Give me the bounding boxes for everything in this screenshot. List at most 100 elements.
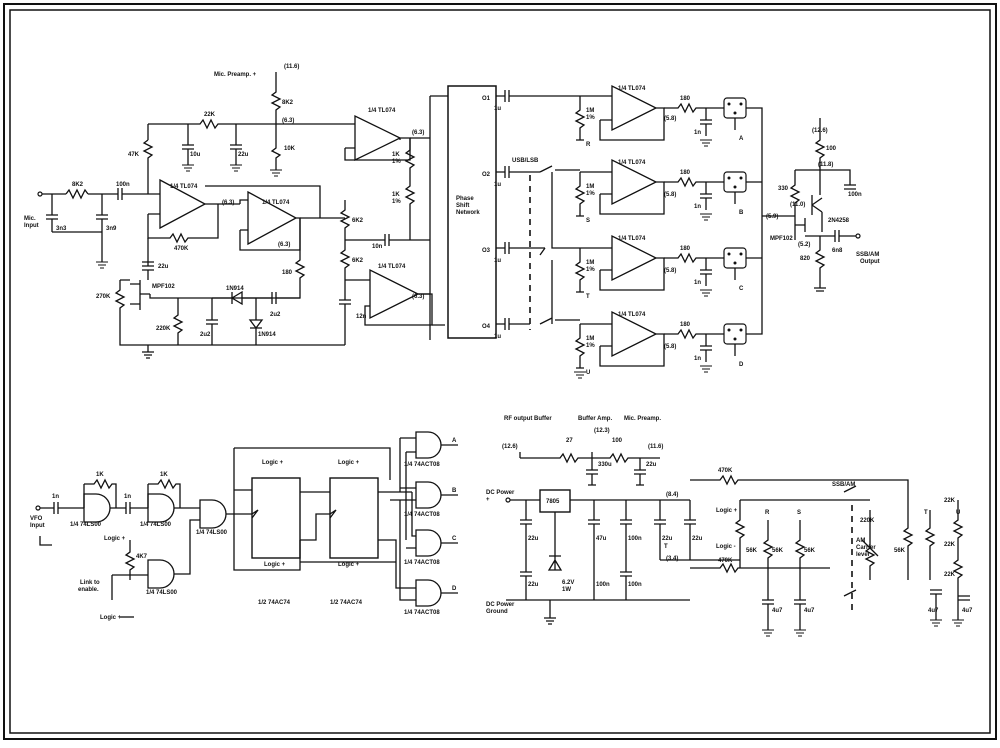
label-reg: 7805 <box>546 499 560 505</box>
label-c4u7-3: 4u7 <box>928 608 939 614</box>
label-c1n-2: 1n <box>694 204 701 210</box>
inner-border <box>9 9 991 734</box>
label-r56k-t: 56K <box>894 548 906 554</box>
label-psn-2: Shift <box>456 203 469 209</box>
label-op-r: 1/4 TL074 <box>618 86 646 92</box>
label-v58-2: (5.8) <box>664 192 676 198</box>
label-v58-3: (5.8) <box>664 268 676 274</box>
mic-preamp-section <box>37 72 448 359</box>
label-v58-4: (5.8) <box>664 344 676 350</box>
label-dcg-2: Ground <box>486 609 508 615</box>
quadrature-op-amps <box>574 84 795 369</box>
label-o2: O2 <box>482 172 491 178</box>
label-c330u: 330u <box>598 462 612 468</box>
label-pt-t: T <box>924 510 928 516</box>
label-r100-ps: 100 <box>612 438 623 444</box>
label-v126: (12.6) <box>812 128 828 134</box>
label-c22u-b: 22u <box>662 536 673 542</box>
label-ls00-4: 1/4 74LS00 <box>146 590 178 596</box>
label-v34: (3.4) <box>666 556 678 562</box>
label-r56k: 56K <box>746 548 758 554</box>
label-buffer-amp: Buffer Amp. <box>578 416 612 422</box>
label-v58-1: (5.8) <box>664 116 676 122</box>
label-r330: 330 <box>778 186 789 192</box>
label-out-c: C <box>452 536 457 542</box>
label-q2n4258: 2N4258 <box>828 218 850 224</box>
label-logic-minus-ps: Logic - <box>716 544 736 550</box>
label-mic-input-2: Input <box>24 223 39 229</box>
label-r470k-1: 470K <box>718 468 733 474</box>
label-v63-top: (6.3) <box>282 118 294 124</box>
label-r180-1: 180 <box>680 96 691 102</box>
label-v63-c: (6.3) <box>412 130 424 136</box>
label-mic-preamp-ps: Mic. Preamp. <box>624 416 661 422</box>
label-r470k: 470K <box>174 246 189 252</box>
label-logic-plus-1: Logic + <box>104 536 126 542</box>
label-c1n-vfo: 1n <box>52 494 59 500</box>
label-v84: (8.4) <box>666 492 678 498</box>
label-dc-power-2: + <box>486 497 490 503</box>
label-r270k: 270K <box>96 294 111 300</box>
label-c22u-top: 22u <box>238 152 249 158</box>
label-act08-1: 1/4 74ACT08 <box>404 462 440 468</box>
label-sw-c: C <box>739 286 744 292</box>
label-ls00-3: 1/4 74LS00 <box>196 530 228 536</box>
label-ls00-2: 1/4 74LS00 <box>140 522 172 528</box>
label-logic-plus-6: Logic + <box>338 562 360 568</box>
label-c4u7-1: 4u7 <box>772 608 783 614</box>
label-c22u-d: 22u <box>528 582 539 588</box>
label-zener-2: 1W <box>562 587 571 593</box>
label-zener-1: 6.2V <box>562 580 574 586</box>
label-c1n-3: 1n <box>694 280 701 286</box>
label-r470k-2: 470K <box>718 558 733 564</box>
label-c100n-a: 100n <box>628 536 642 542</box>
label-pt-u: U <box>956 510 960 516</box>
label-ls00-1: 1/4 74LS00 <box>70 522 102 528</box>
label-r1m-4: 1M <box>586 336 594 342</box>
label-link-2: enable. <box>78 587 99 593</box>
label-v116-ps: (11.6) <box>648 444 663 450</box>
label-sw-d: D <box>739 362 744 368</box>
label-pt-s: S <box>797 510 801 516</box>
label-c2u2-a: 2u2 <box>200 332 211 338</box>
label-dc-power-1: DC Power <box>486 490 515 496</box>
output-stage <box>789 118 861 292</box>
label-act08-2: 1/4 74ACT08 <box>404 512 440 518</box>
label-c1n-g: 1n <box>124 494 131 500</box>
label-c22u-a: 22u <box>528 536 539 542</box>
label-c100n-in: 100n <box>116 182 130 188</box>
label-c22u-mid: 22u <box>158 264 169 270</box>
label-am-2: Carrier <box>856 545 876 551</box>
label-r8k2-top: 8K2 <box>282 100 294 106</box>
label-pot-s: S <box>586 218 590 224</box>
label-mic-preamp-top: Mic. Preamp. + <box>214 72 257 78</box>
label-op-t: 1/4 TL074 <box>618 236 646 242</box>
phase-shift-network-box <box>447 85 497 339</box>
label-r6k2-b: 6K2 <box>352 258 364 264</box>
label-c1u-1: 1u <box>494 106 501 112</box>
label-psn-3: Network <box>456 210 480 216</box>
label-r56k-s: 56K <box>804 548 816 554</box>
label-v126-ps: (12.6) <box>502 444 518 450</box>
label-pct-4: 1% <box>586 343 595 349</box>
label-t-sw: T <box>664 544 668 550</box>
label-r1m-1: 1M <box>586 108 594 114</box>
label-r6k2-a: 6K2 <box>352 218 364 224</box>
label-c1n-1: 1n <box>694 130 701 136</box>
label-pct-3: 1% <box>586 267 595 273</box>
label-op3: 1/4 TL074 <box>368 108 396 114</box>
label-r22k-u1: 22K <box>944 542 956 548</box>
label-pot-t: T <box>586 294 590 300</box>
schematic-labels: Mic. Preamp. + (11.6) 8K2 (6.3) 10K 22K … <box>24 64 973 621</box>
label-logic-plus-3: Logic + <box>262 460 284 466</box>
label-mpf102-a: MPF102 <box>152 284 175 290</box>
label-c3n3: 3n3 <box>56 226 67 232</box>
label-usb-lsb: USB/LSB <box>512 158 539 164</box>
label-r47k: 47K <box>128 152 140 158</box>
label-c12n: 12n <box>356 314 367 320</box>
label-c4u7-4: 4u7 <box>962 608 973 614</box>
label-r1k-g2: 1K <box>160 472 168 478</box>
label-c1u-4: 1u <box>494 334 501 340</box>
label-logic-plus-2: Logic + <box>100 615 122 621</box>
